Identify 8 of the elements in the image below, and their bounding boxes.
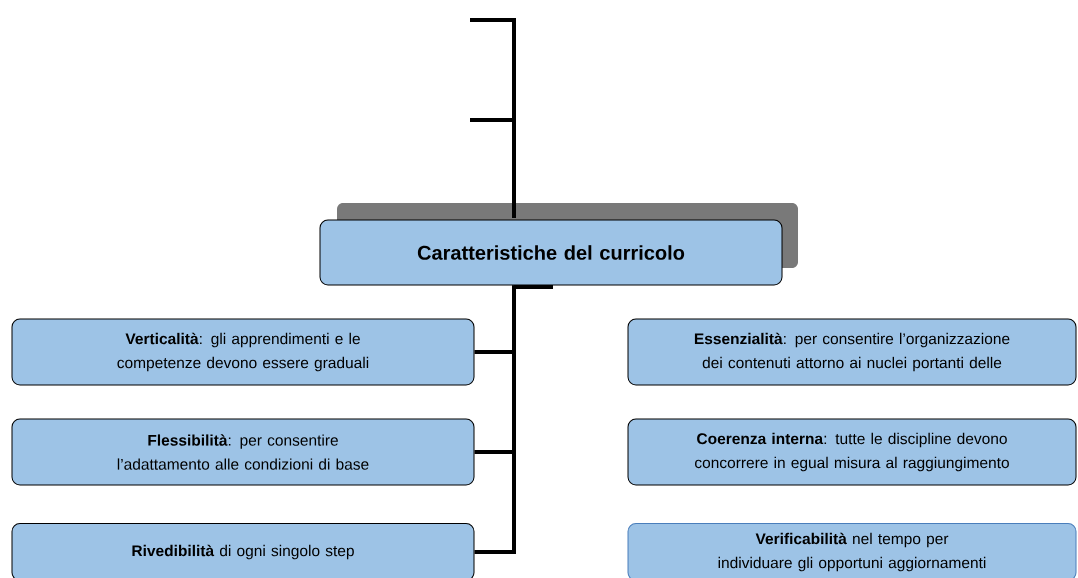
feature-box: Verticalità: gli apprendimenti e le competenze devono essere graduali bbox=[11, 318, 475, 386]
connector-line bbox=[474, 285, 516, 554]
feature-box: Flessibilità: per consentire l’adattamento alle condizioni di base bbox=[11, 418, 475, 486]
feature-box: Verificabilità nel tempo per individuare gli opportuni aggiornamenti bbox=[627, 523, 1077, 578]
feature-box: Coerenza interna: tutte le discipline devono concorrere in egual misura al raggiungimento bbox=[627, 418, 1077, 486]
feature-box: Rivedibilità di ogni singolo step bbox=[11, 523, 475, 578]
feature-box: Essenzialità: per consentire l’organizzazione dei contenuti attorno ai nuclei portanti delle bbox=[627, 318, 1077, 386]
title-box: Caratteristiche del curricolo bbox=[319, 219, 783, 286]
